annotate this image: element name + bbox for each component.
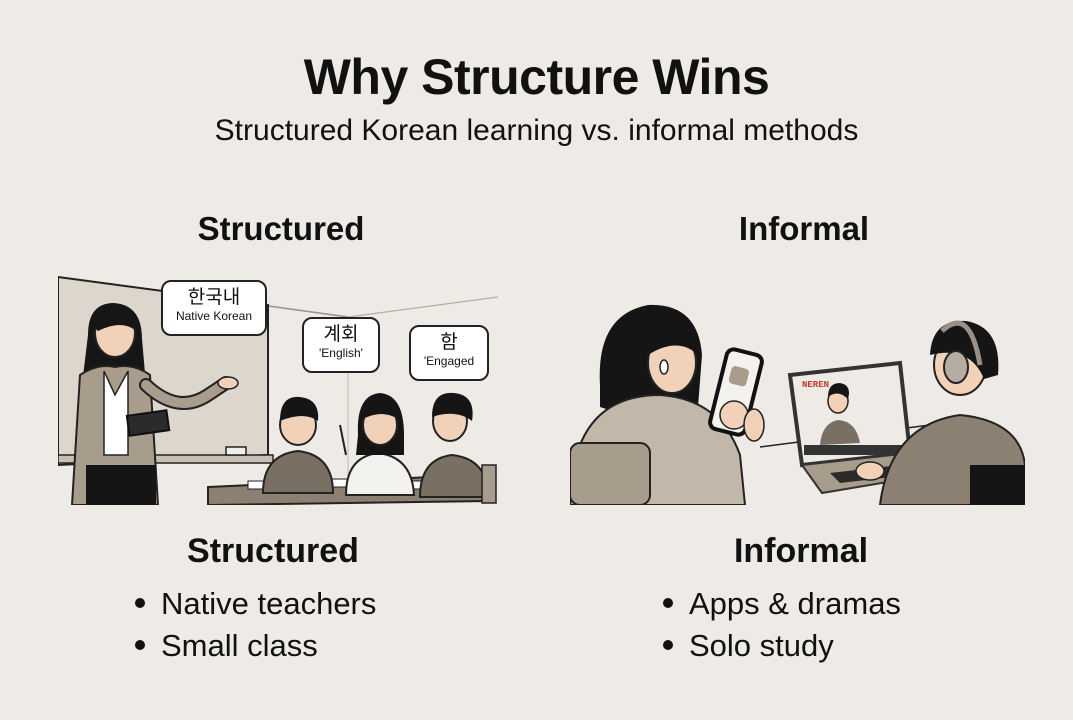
bullet-item: Apps & dramas xyxy=(663,584,901,626)
informal-illustration: NEREN xyxy=(568,275,1026,506)
bullet-text: Small class xyxy=(161,628,318,663)
bullet-icon xyxy=(663,597,673,608)
structured-column-heading: Structured xyxy=(197,210,365,247)
bullet-item: Native teachers xyxy=(135,584,376,626)
bullet-text: Solo study xyxy=(689,628,834,663)
bubble-english-text: Native Korean xyxy=(175,309,253,323)
speech-bubble-english: 계회 'English' xyxy=(302,317,380,373)
bullet-icon xyxy=(135,639,145,650)
bubble-korean-text: 한국내 xyxy=(187,287,241,308)
informal-summary-title: Informal xyxy=(733,532,869,570)
page-subtitle: Structured Korean learning vs. informal … xyxy=(214,114,859,147)
speech-bubble-native-korean: 한국내 Native Korean xyxy=(161,280,267,336)
bullet-text: Apps & dramas xyxy=(689,586,901,621)
bullet-icon xyxy=(135,597,145,608)
speech-bubble-engaged: 함 'Engaged xyxy=(409,325,489,381)
page-title: Why Structure Wins xyxy=(303,49,770,105)
bubble-english-text: 'Engaged xyxy=(423,354,475,368)
bullet-item: Small class xyxy=(135,626,376,668)
laptop-screen-label: NEREN xyxy=(802,380,829,390)
bubble-english-text: 'English' xyxy=(319,346,363,360)
bullet-item: Solo study xyxy=(663,626,901,668)
bubble-korean-text: 계회 xyxy=(323,324,359,345)
structured-bullet-list: Native teachers Small class xyxy=(135,584,376,668)
bullet-text: Native teachers xyxy=(161,586,377,621)
classroom-scene-icon xyxy=(57,275,499,507)
informal-column-heading: Informal xyxy=(738,210,870,247)
informal-bullet-list: Apps & dramas Solo study xyxy=(663,584,901,668)
structured-summary-title: Structured xyxy=(187,532,359,570)
solo-learners-scene-icon: NEREN xyxy=(568,304,1026,506)
bullet-icon xyxy=(663,639,673,650)
structured-illustration: 한국내 Native Korean 계회 'English' 함 'Engage… xyxy=(57,275,499,507)
bubble-korean-text: 함 xyxy=(440,332,458,353)
